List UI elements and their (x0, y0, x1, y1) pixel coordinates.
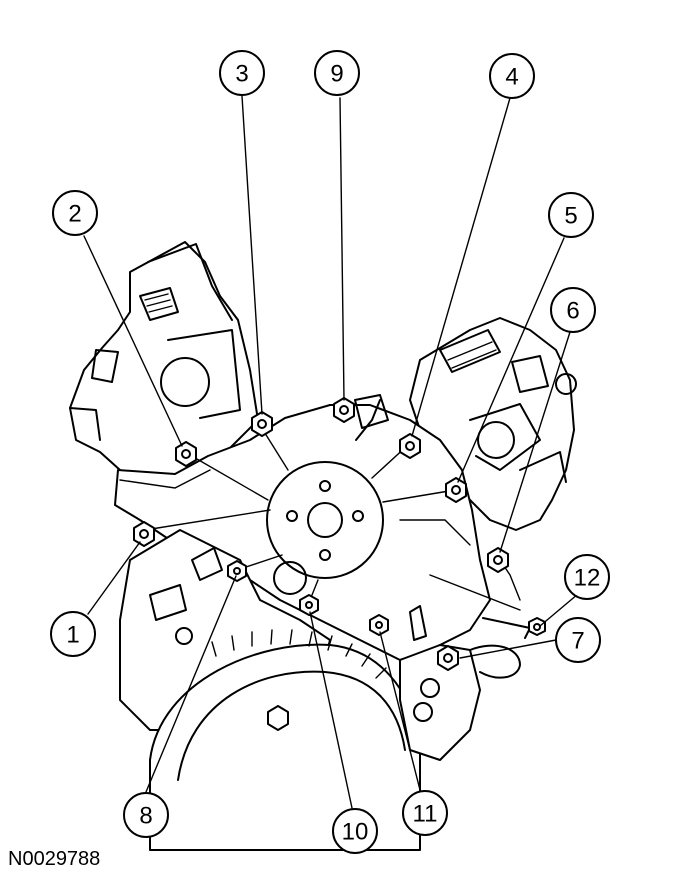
leader-11 (379, 631, 421, 791)
callout-10: 10 (332, 808, 378, 854)
callout-4-label: 4 (505, 64, 518, 91)
leader-1 (87, 541, 141, 615)
leader-4 (411, 97, 511, 437)
bolt-8 (227, 560, 247, 582)
bolt-10 (299, 594, 319, 616)
leader-lines (83, 95, 579, 809)
callout-7-label: 7 (571, 628, 584, 655)
callouts: 1 2 3 4 5 6 7 8 (50, 50, 610, 854)
callout-3: 3 (219, 50, 265, 96)
callout-1: 1 (50, 611, 96, 657)
leader-5 (457, 237, 565, 483)
bolt-3 (251, 411, 273, 437)
callout-11: 11 (402, 790, 448, 836)
callout-8-label: 8 (139, 803, 152, 830)
callout-9-label: 9 (330, 61, 343, 88)
callout-12: 12 (564, 554, 610, 600)
bolt-7 (437, 645, 459, 671)
callout-6-label: 6 (566, 298, 579, 325)
callout-4: 4 (489, 53, 535, 99)
leader-6 (499, 331, 571, 553)
leader-3 (241, 95, 263, 415)
bolt-11 (369, 614, 389, 636)
leader-7 (459, 639, 557, 659)
callout-8: 8 (123, 792, 169, 838)
bolt-12 (528, 617, 546, 636)
callout-2-label: 2 (68, 201, 81, 228)
callout-1-label: 1 (66, 622, 79, 649)
bolt-2 (175, 441, 197, 467)
bolt-6 (487, 547, 509, 573)
bolt-5 (445, 477, 467, 503)
callout-10-label: 10 (342, 819, 369, 846)
callout-11-label: 11 (413, 801, 438, 828)
bolt-1 (133, 521, 155, 547)
callout-7: 7 (555, 617, 601, 663)
callout-5-label: 5 (564, 203, 577, 230)
callout-12-label: 12 (574, 565, 601, 592)
callout-6: 6 (550, 287, 596, 333)
callout-9: 9 (314, 50, 360, 96)
callout-5: 5 (548, 192, 594, 238)
leader-10 (309, 611, 353, 809)
leader-2 (83, 235, 183, 447)
bolt-4 (399, 433, 421, 459)
callout-3-label: 3 (235, 61, 248, 88)
bolt-9 (333, 397, 355, 423)
figure-id-label: N0029788 (8, 848, 101, 870)
leader-12 (539, 593, 579, 627)
leader-9 (339, 97, 345, 401)
callout-2: 2 (52, 190, 98, 236)
engine-illustration (69, 241, 577, 851)
bolts (133, 397, 546, 671)
leader-8 (145, 575, 237, 793)
